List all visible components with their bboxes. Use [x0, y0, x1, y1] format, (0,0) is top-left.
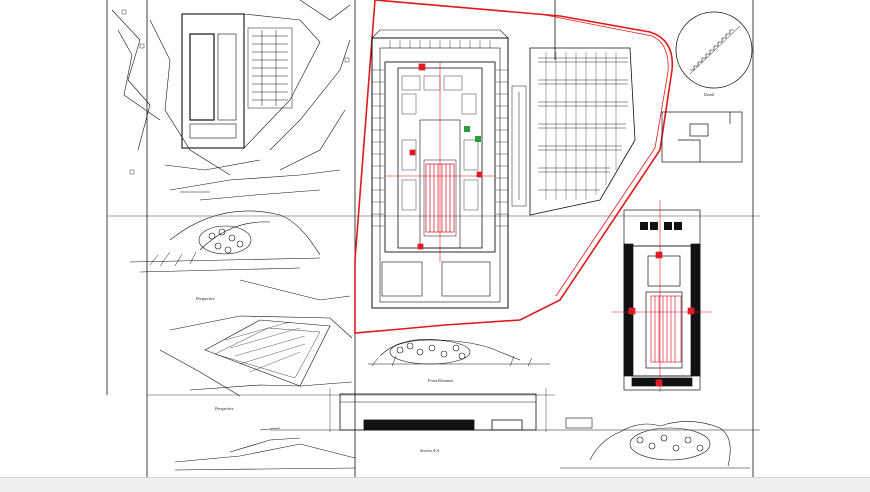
perspective-1 — [129, 210, 351, 301]
perspective-2 — [159, 315, 353, 397]
site-plan — [111, 0, 351, 201]
status-bar — [0, 477, 870, 492]
sheet-frame — [106, 0, 760, 478]
stair-detail — [675, 11, 753, 89]
front-elevation-label: Front Elevation — [427, 378, 453, 383]
front-elevation — [368, 339, 550, 367]
section-a-a — [270, 388, 760, 432]
first-floor-plan — [623, 209, 701, 391]
perspective-1-label: Perspective — [195, 296, 215, 301]
parking-layout — [511, 47, 636, 216]
site-boundary — [354, 0, 674, 334]
perspective-2-label: Perspective — [214, 406, 234, 411]
green-highlights — [464, 126, 481, 142]
first-floor-pool — [612, 200, 712, 392]
bottom-left-sketch — [174, 427, 356, 471]
key-plan — [661, 111, 743, 163]
side-elevation — [560, 417, 750, 469]
section-label: Section A-A — [420, 448, 439, 453]
ground-floor-pool — [385, 62, 495, 262]
stair-detail-label: Detail — [703, 92, 715, 97]
